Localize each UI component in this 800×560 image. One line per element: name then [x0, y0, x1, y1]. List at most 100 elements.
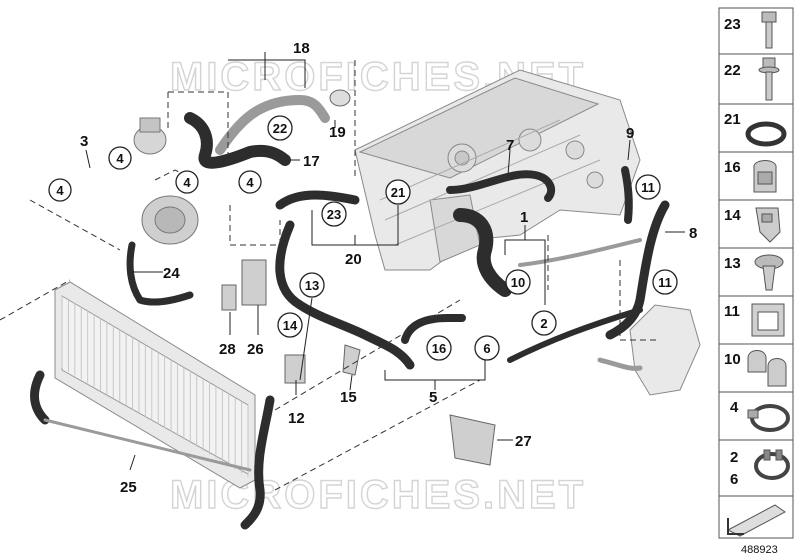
push-clip-icon	[755, 207, 781, 243]
callout-24: 24	[163, 265, 180, 282]
circled-callout-4b: 4	[48, 178, 72, 202]
spring-clamp-icon	[754, 449, 790, 480]
svg-text:16: 16	[724, 159, 741, 176]
circled-callout-14: 14	[277, 312, 303, 338]
hose-9	[621, 166, 633, 224]
leader-lines	[85, 52, 685, 471]
legend-item-2-6: 2 6	[718, 439, 794, 497]
circled-callout-10: 10	[505, 269, 531, 295]
bolt-washer-icon	[758, 57, 780, 101]
circled-callout-22: 22	[267, 115, 293, 141]
circled-callout-6: 6	[474, 335, 500, 361]
worm-clamp-icon	[747, 404, 790, 432]
callout-17: 17	[303, 153, 320, 170]
hose-8	[605, 200, 670, 340]
callout-15: 15	[340, 389, 357, 406]
svg-text:23: 23	[327, 207, 341, 222]
svg-text:6: 6	[483, 341, 490, 356]
callout-26: 26	[247, 341, 264, 358]
svg-text:21: 21	[391, 185, 405, 200]
callout-19: 19	[329, 124, 346, 141]
bolt-icon	[761, 11, 777, 49]
callout-12: 12	[288, 410, 305, 427]
expansion-tank	[597, 304, 701, 396]
circled-callout-11b: 11	[652, 269, 678, 295]
legend-item-11: 11	[718, 295, 794, 345]
hose-17	[184, 112, 291, 169]
svg-text:16: 16	[432, 341, 446, 356]
pipe-2	[507, 238, 643, 363]
pipe-18	[215, 89, 351, 155]
svg-text:6: 6	[730, 471, 738, 488]
legend-item-23: 23	[718, 7, 794, 55]
hose-clip-icon	[753, 160, 777, 193]
circled-callout-16: 16	[426, 335, 452, 361]
double-clip-icon	[747, 350, 787, 387]
svg-text:4: 4	[183, 175, 191, 190]
svg-text:13: 13	[724, 255, 741, 272]
callout-18: 18	[293, 40, 310, 57]
svg-text:14: 14	[283, 318, 298, 333]
svg-text:11: 11	[724, 303, 740, 320]
circled-callout-13: 13	[299, 272, 325, 298]
callout-20: 20	[345, 251, 362, 268]
callout-1: 1	[520, 209, 528, 226]
holder-clip-icon	[751, 303, 785, 337]
svg-text:13: 13	[305, 278, 319, 293]
svg-text:2: 2	[540, 316, 547, 331]
legend-item-21: 21	[718, 103, 794, 153]
circled-callout-4c: 4	[175, 170, 199, 194]
callout-5: 5	[429, 389, 437, 406]
svg-text:10: 10	[724, 351, 741, 368]
svg-text:11: 11	[658, 275, 672, 290]
callout-25: 25	[120, 479, 137, 496]
svg-text:4: 4	[730, 399, 739, 416]
svg-text:11: 11	[641, 180, 655, 195]
callout-3: 3	[80, 133, 88, 150]
bracket-27	[449, 414, 496, 466]
svg-text:4: 4	[246, 175, 254, 190]
hose-main-center	[275, 220, 415, 370]
callout-8: 8	[689, 225, 697, 242]
svg-text:2: 2	[730, 449, 738, 466]
legend-item-4: 4	[718, 391, 794, 441]
arrow-symbol-icon	[726, 504, 786, 537]
svg-text:4: 4	[56, 183, 64, 198]
circled-callout-4d: 4	[238, 170, 262, 194]
bracket-28	[221, 284, 237, 311]
svg-text:22: 22	[724, 62, 741, 79]
hose-20	[275, 190, 360, 210]
hose-24	[126, 241, 194, 306]
radiator	[54, 281, 256, 489]
callout-27: 27	[515, 433, 532, 450]
diagram-ref-number: 488923	[741, 544, 778, 556]
callout-28: 28	[219, 341, 236, 358]
circled-callout-4a: 4	[108, 146, 132, 170]
bracket-15	[342, 344, 361, 376]
legend-item-16: 16	[718, 151, 794, 201]
hose-1	[453, 208, 512, 297]
water-pump	[133, 117, 199, 245]
legend-item-14: 14	[718, 199, 794, 249]
hose-7	[446, 170, 556, 202]
circled-callout-23: 23	[321, 201, 347, 227]
svg-text:4: 4	[116, 151, 124, 166]
legend-item-22: 22	[718, 53, 794, 105]
legend-item-arrow	[718, 495, 794, 539]
reference-lines	[0, 60, 660, 491]
svg-text:22: 22	[273, 121, 287, 136]
callout-9: 9	[626, 125, 634, 142]
o-ring-icon	[745, 121, 787, 147]
expanding-rivet-icon	[754, 254, 784, 291]
bracket-12	[284, 354, 306, 384]
circled-callout-21: 21	[385, 179, 411, 205]
svg-text:21: 21	[724, 111, 741, 128]
circled-callout-2: 2	[531, 310, 557, 336]
callout-7: 7	[506, 137, 514, 154]
legend-item-13: 13	[718, 247, 794, 297]
legend-sidebar: 23 22 21 16	[718, 7, 794, 539]
hose-25	[30, 370, 275, 530]
svg-text:23: 23	[724, 16, 741, 33]
legend-item-10: 10	[718, 343, 794, 393]
